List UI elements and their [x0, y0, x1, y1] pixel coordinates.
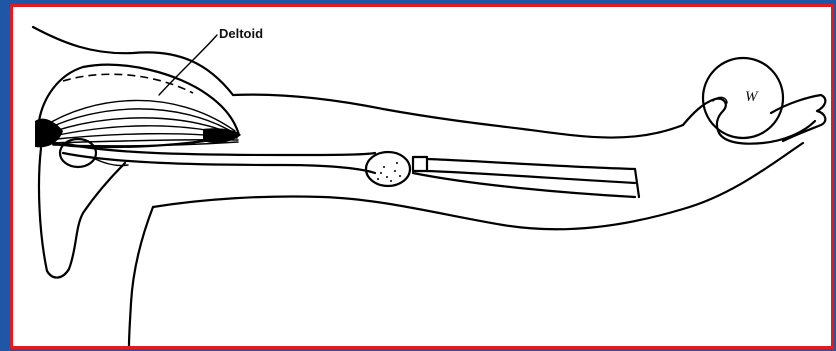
humerus-bone [63, 143, 375, 155]
diagram-canvas: W Deltoid [10, 4, 834, 349]
elbow-stipple [377, 162, 401, 182]
deltoid-leader-line [159, 35, 217, 95]
elbow-small-bone [413, 157, 427, 171]
weight-label: W [745, 89, 759, 105]
side-body-line [129, 207, 153, 346]
deltoid-label: Deltoid [219, 26, 263, 41]
elbow-joint [366, 152, 410, 186]
forearm-bone-upper [427, 159, 635, 169]
humerus-bone-lower [63, 153, 375, 173]
upper-arm-top [233, 95, 683, 138]
arm-diagram: W Deltoid [13, 7, 831, 346]
torso-outline [33, 27, 233, 95]
hand-fingers [771, 95, 825, 141]
